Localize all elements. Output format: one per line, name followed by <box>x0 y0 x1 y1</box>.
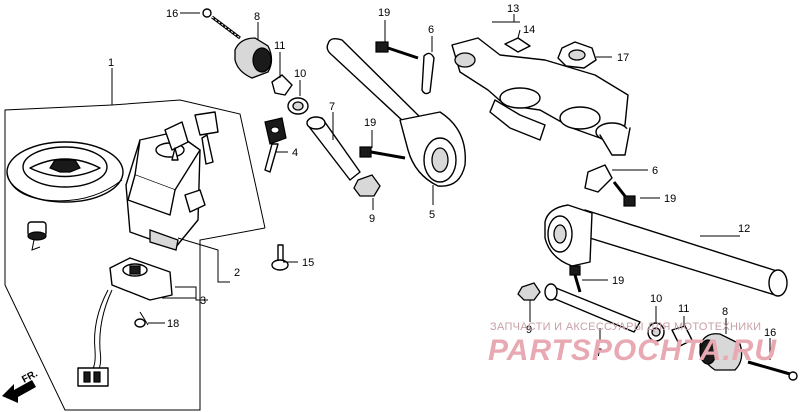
bolt-16-top <box>202 8 241 40</box>
weight-rod-lower <box>544 283 641 333</box>
bolt-19-right <box>612 181 636 207</box>
bolt-19-middle <box>359 146 406 160</box>
watermark: ЗАПЧАСТИ И АКСЕССУАРЫ ДЛЯ МОТОТЕХНИКИ PA… <box>488 321 777 367</box>
callout-19-a: 19 <box>378 7 390 19</box>
bolt-19-lower <box>569 265 582 293</box>
lock-cylinder <box>27 221 47 251</box>
ignition-switch <box>125 131 206 251</box>
callout-10-top: 10 <box>294 68 306 80</box>
switch-keys <box>164 111 219 165</box>
ignition-assembly-frame <box>4 68 266 411</box>
callout-7-lower: 7 <box>596 347 602 359</box>
callout-6-lower: 6 <box>652 165 658 177</box>
callout-15: 15 <box>302 257 314 269</box>
lock-plate <box>504 37 531 53</box>
callout-19-c: 19 <box>664 193 676 205</box>
callout-5: 5 <box>429 209 435 221</box>
callout-11-top: 11 <box>274 40 285 52</box>
washer-10-lower <box>647 322 665 342</box>
callout-10-lower: 10 <box>650 293 662 305</box>
leader-lines <box>148 12 771 360</box>
key <box>264 117 287 173</box>
callout-1: 1 <box>108 57 114 69</box>
bar-end-weight-lower <box>699 333 743 371</box>
bracket-6-lower <box>584 164 613 193</box>
callout-18: 18 <box>167 318 179 330</box>
nut-9-lower <box>517 282 541 301</box>
callout-19-d: 19 <box>612 275 624 287</box>
callout-8-top: 8 <box>254 11 260 23</box>
callout-6-top: 6 <box>428 24 434 36</box>
callout-labels: 16 8 11 10 7 4 19 19 6 9 5 13 14 17 6 19… <box>108 3 776 359</box>
bolt-19-upper <box>375 41 419 60</box>
callout-19-b: 19 <box>364 117 376 129</box>
collar-11-lower <box>671 325 693 347</box>
bracket-6-top <box>421 52 435 95</box>
callout-12: 12 <box>738 223 750 235</box>
handlebar-left <box>326 37 466 187</box>
callout-14: 14 <box>523 24 535 36</box>
screw-15 <box>271 244 289 271</box>
front-label: FR. <box>20 368 40 385</box>
bolt-16-lower <box>747 360 798 381</box>
callout-13: 13 <box>507 3 519 15</box>
top-bridge <box>451 37 631 156</box>
stem-nut <box>557 41 597 69</box>
nut-9-top <box>353 174 381 197</box>
callout-4: 4 <box>292 147 298 159</box>
callout-16-top: 16 <box>166 8 178 20</box>
fuel-cap <box>6 141 124 203</box>
bar-end-weight-top <box>234 37 273 79</box>
callout-3: 3 <box>200 295 206 307</box>
weight-rod-top <box>306 116 361 181</box>
callout-11-lower: 11 <box>678 303 689 315</box>
front-direction-indicator: FR. <box>2 368 40 403</box>
callout-2: 2 <box>234 267 240 279</box>
screw-18 <box>134 311 149 328</box>
watermark-brand: PARTSPOCHTA.RU <box>488 334 777 367</box>
washer-10-top <box>287 97 309 115</box>
switch-body-lower <box>77 257 173 387</box>
collar-11-top <box>271 74 293 96</box>
callout-9-top: 9 <box>369 213 375 225</box>
front-arrow-icon <box>2 380 36 403</box>
watermark-tagline: ЗАПЧАСТИ И АКСЕССУАРЫ ДЛЯ МОТОТЕХНИКИ <box>490 321 761 333</box>
callout-17: 17 <box>617 52 629 64</box>
handlebar-right <box>544 204 788 297</box>
callout-8-lower: 8 <box>722 306 728 318</box>
callout-9-lower: 9 <box>526 324 532 336</box>
callout-7-top: 7 <box>329 101 335 113</box>
callout-16-lower: 16 <box>764 327 776 339</box>
